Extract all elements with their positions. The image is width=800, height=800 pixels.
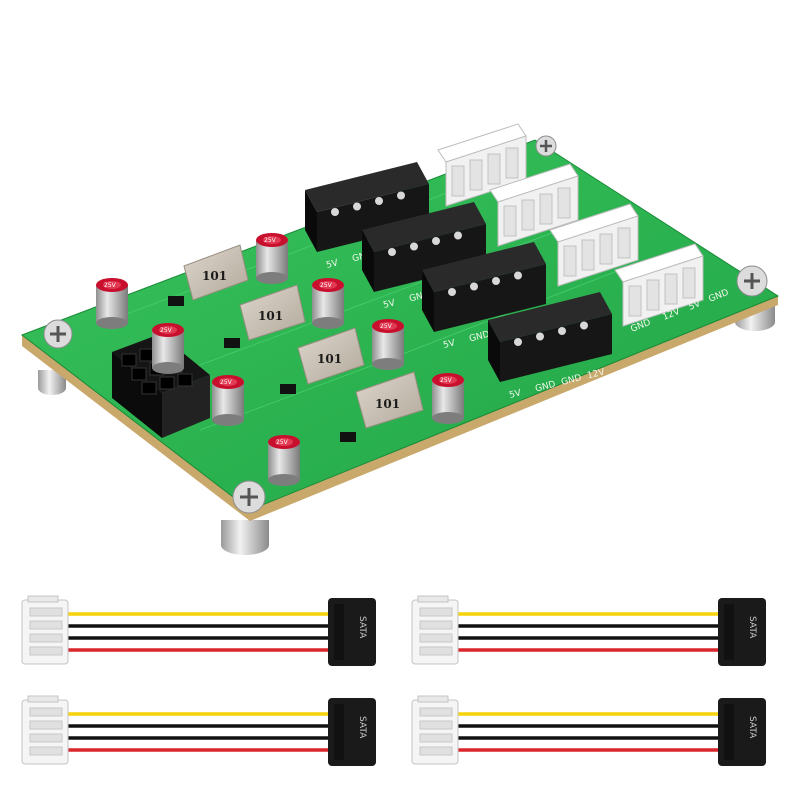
- molex-pin-label: GND: [468, 330, 491, 345]
- white-pin-header: [614, 243, 704, 327]
- molex-to-sata-cable: SATA: [411, 595, 766, 666]
- molex-pin-label: 5V: [382, 298, 397, 311]
- electrolytic-capacitor: 25V: [96, 278, 128, 329]
- capacitor-mark: 25V: [220, 379, 233, 386]
- inductor-4: 101: [355, 371, 424, 429]
- inductor-mark: 101: [317, 352, 342, 366]
- molex-pin-label: GND: [560, 373, 583, 388]
- header-pin-label: 5V: [687, 299, 703, 313]
- sata-adapter-cables: SATA SATA SATA SATA: [21, 595, 766, 766]
- sata-label: SATA: [357, 716, 367, 739]
- molex-pin-label: 12V: [586, 367, 606, 381]
- sata-label: SATA: [747, 616, 757, 639]
- inductor-1: 101: [183, 244, 249, 301]
- molex-pin-label: GND: [534, 380, 557, 395]
- molex-pin-label: 5V: [325, 258, 340, 271]
- inductor-2: 101: [239, 284, 306, 341]
- electrolytic-capacitor: 25V: [312, 278, 344, 329]
- pin-headers: [437, 123, 704, 327]
- capacitor-mark: 25V: [320, 282, 333, 289]
- sata-label: SATA: [747, 716, 757, 739]
- molex-connectors: 5VGNDGND12V5VGNDGND12V5VGNDGND12V5VGNDGN…: [305, 162, 612, 401]
- pcb-board: 101 101 101 101 25V25V25V25V25V25V25V25V…: [20, 123, 780, 555]
- molex-pin-label: 5V: [508, 388, 523, 401]
- screw-icons: [43, 135, 768, 514]
- capacitor-mark: 25V: [264, 237, 277, 244]
- capacitor-mark: 25V: [440, 377, 453, 384]
- inductor-mark: 101: [258, 309, 283, 323]
- capacitors: 25V 25V 25V 25V 25V 25V 25V 25V: [96, 233, 464, 486]
- capacitor-mark: 25V: [276, 439, 289, 446]
- electrolytic-capacitor: 25V: [268, 435, 300, 486]
- capacitor-mark: 25V: [160, 327, 173, 334]
- electrolytic-capacitor: 25V: [372, 319, 404, 370]
- electrolytic-capacitor: 25V: [212, 375, 244, 426]
- molex-to-sata-cable: SATA: [411, 695, 766, 766]
- inductor-mark: 101: [202, 269, 227, 283]
- smd-chips: [168, 296, 356, 442]
- electrolytic-capacitor: 25V: [432, 373, 464, 424]
- electrolytic-capacitor: 25V: [256, 233, 288, 284]
- white-pin-header: [489, 163, 579, 247]
- white-pin-header: [549, 203, 639, 287]
- white-pin-header: [437, 123, 527, 207]
- inductor-mark: 101: [375, 397, 400, 411]
- inductor-3: 101: [297, 327, 365, 385]
- sata-label: SATA: [357, 616, 367, 639]
- capacitor-mark: 25V: [380, 323, 393, 330]
- molex-to-sata-cable: SATA: [21, 695, 376, 766]
- electrolytic-capacitor: 25V: [152, 323, 184, 374]
- molex-pin-label: 5V: [442, 338, 457, 351]
- molex-to-sata-cable: SATA: [21, 595, 376, 666]
- capacitor-mark: 25V: [104, 282, 117, 289]
